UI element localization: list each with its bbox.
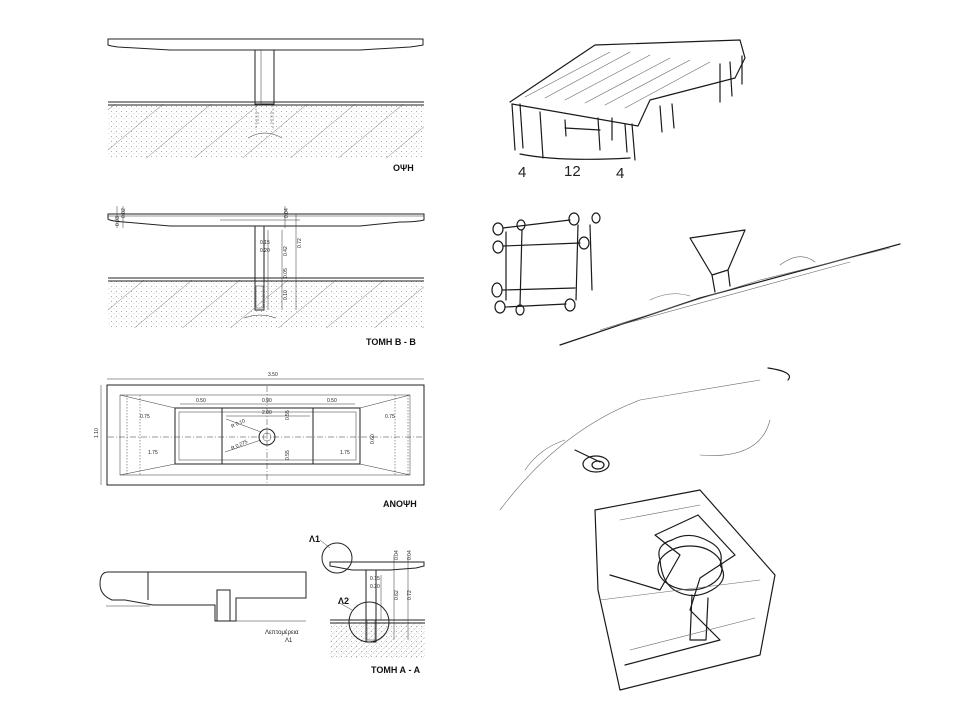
dim-aa-3: 0.15 bbox=[370, 576, 380, 582]
sketch-cross-table bbox=[594, 489, 776, 691]
dim-bb-4: 0.15 bbox=[260, 240, 270, 246]
dim-aa-4: 0.20 bbox=[370, 584, 380, 590]
dim-bb-8: 0.72 bbox=[297, 238, 303, 248]
dim-aa-5: 0.62 bbox=[394, 590, 400, 600]
dim-right-side: 0.75 bbox=[385, 414, 395, 420]
detail-caption-line2: Λ1 bbox=[285, 638, 293, 644]
dim-bb-7: 0.42 bbox=[283, 246, 289, 256]
dim-centre-top: 0.90 bbox=[262, 398, 272, 404]
dim-aa-2: 0.04 bbox=[407, 550, 413, 560]
plan-title: ΑΝΟΨΗ bbox=[383, 499, 417, 509]
dim-mid-upper: 0.55 bbox=[285, 410, 291, 420]
dim-aa-6: 0.72 bbox=[407, 590, 413, 600]
elevation-drawing: ΟΨΗ bbox=[107, 38, 424, 173]
section-aa-drawing: Λ1 Λ2 0.04 0.04 0.15 0.20 0.62 0.72 ΤΟΜΗ… bbox=[309, 534, 425, 675]
dim-bb-9: 0.10 bbox=[283, 290, 289, 300]
sketch-label-2: 12 bbox=[564, 163, 581, 180]
dim-left-bottom: 1.75 bbox=[148, 450, 158, 456]
dim-radius-inner: R 0.10 bbox=[230, 418, 246, 430]
callout-l2: Λ2 bbox=[338, 596, 349, 606]
section-aa-title: ΤΟΜΗ Α - Α bbox=[371, 665, 421, 675]
dim-bb-2: 0.02 bbox=[121, 208, 127, 218]
sketch-bowl bbox=[499, 367, 790, 511]
dim-mid-right: 0.60 bbox=[370, 434, 376, 444]
dim-overall-length: 3.50 bbox=[268, 372, 278, 378]
sketch-leg-plan bbox=[491, 212, 601, 316]
dim-mid-lower: 0.55 bbox=[285, 450, 291, 460]
elevation-title: ΟΨΗ bbox=[393, 163, 414, 173]
dim-centre-width: 2.00 bbox=[262, 410, 272, 416]
dim-radius-outer: R 0.275 bbox=[230, 439, 249, 452]
dim-left-top: 0.50 bbox=[196, 398, 206, 404]
sketch-tables: 4 12 4 bbox=[509, 39, 746, 182]
dim-bb-6: 0.05 bbox=[283, 268, 289, 278]
dim-bb-1: 0.03 bbox=[115, 216, 121, 226]
sketch-sloped-ground bbox=[559, 229, 901, 346]
dim-overall-width: 1.10 bbox=[94, 428, 100, 438]
plan-drawing: 3.50 1.10 0.50 0.90 0.50 2.00 0.75 0.75 … bbox=[94, 372, 425, 509]
detail-l1-drawing: Λεπτομέρεια Λ1 bbox=[99, 571, 307, 644]
section-bb-drawing: 0.03 0.02 0.04 0.15 0.20 0.05 0.42 0.72 … bbox=[107, 206, 425, 347]
dim-aa-1: 0.04 bbox=[394, 550, 400, 560]
dim-bb-3: 0.04 bbox=[284, 208, 290, 218]
dim-bb-5: 0.20 bbox=[260, 248, 270, 254]
callout-l1: Λ1 bbox=[309, 534, 320, 544]
dim-right-top: 0.50 bbox=[327, 398, 337, 404]
detail-caption-line1: Λεπτομέρεια bbox=[265, 629, 299, 636]
section-bb-title: ΤΟΜΗ Β - Β bbox=[366, 337, 416, 347]
dim-right-bottom: 1.75 bbox=[340, 450, 350, 456]
sketch-label-3: 4 bbox=[616, 165, 624, 182]
dim-left-side: 0.75 bbox=[140, 414, 150, 420]
sketch-label-1: 4 bbox=[518, 164, 526, 181]
